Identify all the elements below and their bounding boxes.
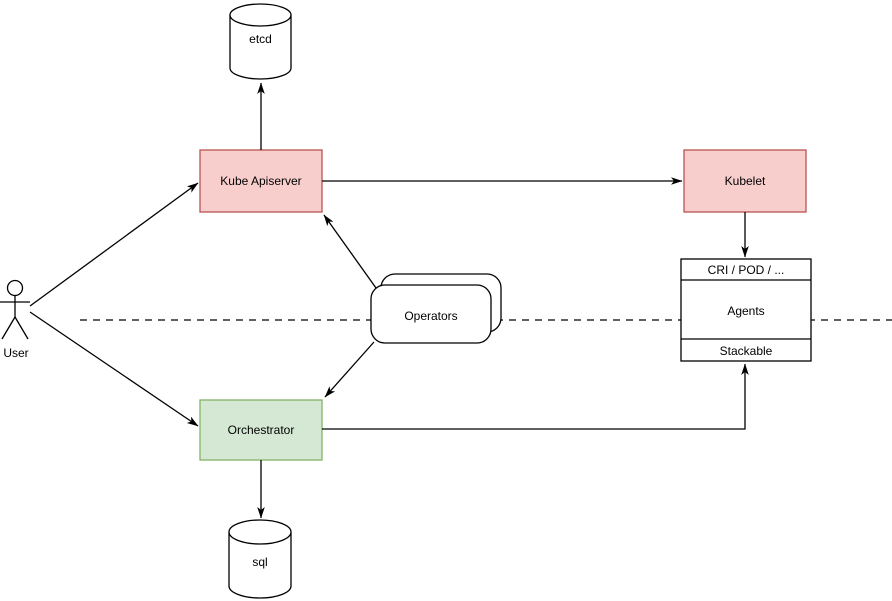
- agents-header-label: CRI / POD / ...: [708, 263, 785, 277]
- cylinder-body: [229, 15, 292, 80]
- node-kubelet: Kubelet: [683, 149, 807, 213]
- orchestrator-label: Orchestrator: [228, 423, 295, 437]
- cylinder-body: [228, 532, 292, 599]
- actor-left-leg: [1, 316, 16, 340]
- node-user: User: [0, 279, 30, 360]
- user-label: User: [3, 346, 28, 360]
- edge-orchestrator-to-agents: [322, 363, 749, 430]
- node-sql: sql: [228, 519, 292, 599]
- node-agents: CRI / POD / ... Agents Stackable: [680, 258, 812, 362]
- actor-head: [6, 279, 24, 297]
- cylinder-top: [229, 3, 292, 27]
- edge-operators-to-orchestrator: [324, 341, 375, 398]
- etcd-label: etcd: [249, 32, 272, 46]
- edge-user-to-kube-apiserver: [29, 182, 199, 307]
- operators-label: Operators: [404, 309, 457, 323]
- kubelet-box: [683, 149, 807, 213]
- agents-footer-label: Stackable: [720, 344, 773, 358]
- actor-right-leg: [14, 316, 29, 340]
- edge-user-to-orchestrator: [29, 311, 199, 427]
- agents-box: [680, 258, 812, 362]
- edge-operators-to-kube-apiserver: [323, 214, 377, 289]
- kube-apiserver-label: Kube Apiserver: [220, 174, 301, 188]
- agents-body-label: Agents: [727, 304, 764, 318]
- node-orchestrator: Orchestrator: [199, 399, 323, 461]
- kubelet-label: Kubelet: [725, 174, 766, 188]
- node-etcd: etcd: [229, 3, 292, 80]
- node-operators: Operators: [370, 273, 502, 344]
- node-kube-apiserver: Kube Apiserver: [199, 149, 323, 213]
- operators-front-card: [370, 284, 492, 344]
- cylinder-top: [228, 519, 292, 545]
- kube-apiserver-box: [199, 149, 323, 213]
- sql-label: sql: [252, 555, 267, 569]
